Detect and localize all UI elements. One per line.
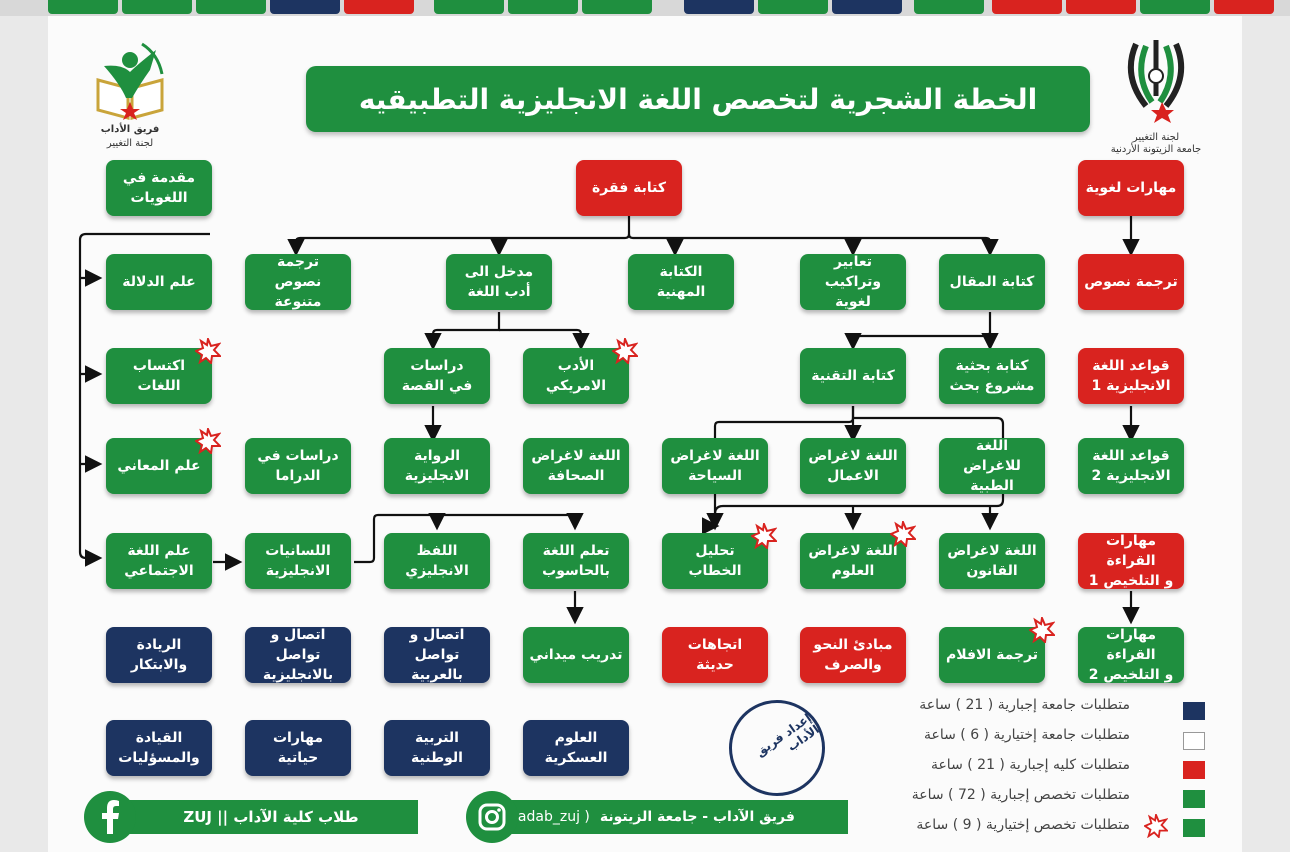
node-paragraph-writing: كتابة فقرة bbox=[576, 160, 682, 216]
right-logo: لجنة التغيير جامعة الزيتونة الأردنية bbox=[1111, 36, 1201, 155]
facebook-icon[interactable] bbox=[84, 791, 136, 843]
star-icon bbox=[612, 338, 638, 364]
node-pragmatics: علم المعاني bbox=[106, 438, 212, 494]
node-translation-texts: ترجمة نصوص متنوعة bbox=[245, 254, 351, 310]
legend-swatch bbox=[1183, 702, 1205, 720]
node-grammar-1: قواعد اللغة الانجليزية 1 bbox=[1078, 348, 1184, 404]
node-reading-2: مهارات القراءة و التلخيص 2 bbox=[1078, 627, 1184, 683]
node-essay-writing: كتابة المقال bbox=[939, 254, 1045, 310]
instagram-handle[interactable]: ( adab_zuj ) bbox=[508, 809, 590, 825]
left-logo-sub: لجنة التغيير bbox=[106, 138, 154, 149]
node-leadership: القيادة والمسؤليات bbox=[106, 720, 212, 776]
node-field-training: تدريب ميداني bbox=[523, 627, 629, 683]
legend-label: متطلبات تخصص إختيارية ( 9 ) ساعة bbox=[916, 817, 1130, 833]
bg-tab bbox=[1140, 0, 1210, 14]
bg-tab bbox=[684, 0, 754, 14]
node-sociolinguistics: علم اللغة الاجتماعي bbox=[106, 533, 212, 589]
background-tabs bbox=[0, 0, 1290, 16]
node-story-studies: دراسات في القصة bbox=[384, 348, 490, 404]
node-science-english: اللغة لاغراض العلوم bbox=[800, 533, 906, 589]
emblem-icon bbox=[1127, 40, 1185, 123]
node-press-english: اللغة لاغراض الصحافة bbox=[523, 438, 629, 494]
bg-tab bbox=[758, 0, 828, 14]
legend-label: متطلبات جامعة إختيارية ( 6 ) ساعة bbox=[923, 727, 1130, 743]
node-syntax-morphology: مبادئ النحو والصرف bbox=[800, 627, 906, 683]
legend-label: متطلبات جامعة إجبارية ( 21 ) ساعة bbox=[919, 697, 1130, 713]
node-life-skills: مهارات حياتية bbox=[245, 720, 351, 776]
book-figure-icon bbox=[96, 42, 164, 120]
star-icon bbox=[890, 521, 916, 547]
right-logo-sub: جامعة الزيتونة الأردنية bbox=[1110, 144, 1202, 155]
legend-swatch bbox=[1183, 761, 1205, 779]
node-tourism-english: اللغة لاغراض السياحة bbox=[662, 438, 768, 494]
node-medical-english: اللغة للاغراض الطبية bbox=[939, 438, 1045, 494]
node-communication-arabic: اتصال و تواصل بالعربية bbox=[384, 627, 490, 683]
node-language-acquisition: اكتساب اللغات bbox=[106, 348, 212, 404]
bg-tab bbox=[992, 0, 1062, 14]
left-logo: فريق الأداب لجنة التغيير bbox=[92, 40, 168, 149]
bg-tab bbox=[344, 0, 414, 14]
right-logo-name: لجنة التغيير bbox=[1132, 132, 1180, 143]
node-communication-english: اتصال و تواصل بالانجليزية bbox=[245, 627, 351, 683]
node-business-english: اللغة لاغراض الاعمال bbox=[800, 438, 906, 494]
bg-tab bbox=[434, 0, 504, 14]
bg-tab bbox=[582, 0, 652, 14]
node-national-education: التربية الوطنية bbox=[384, 720, 490, 776]
footer-team-label: فريق الآداب - جامعة الزيتونة bbox=[599, 809, 795, 825]
bg-tab bbox=[48, 0, 118, 14]
node-intro-literature: مدخل الى أدب اللغة bbox=[446, 254, 552, 310]
legend-swatch bbox=[1183, 819, 1205, 837]
bg-tab bbox=[196, 0, 266, 14]
study-plan-poster: الخطة الشجرية لتخصص اللغة الانجليزية الت… bbox=[48, 16, 1242, 852]
bg-tab bbox=[508, 0, 578, 14]
star-icon bbox=[1144, 814, 1168, 838]
bg-tab bbox=[1066, 0, 1136, 14]
node-technical-writing: كتابة التقنية bbox=[800, 348, 906, 404]
instagram-icon[interactable] bbox=[466, 791, 518, 843]
node-language-skills: مهارات لغوية bbox=[1078, 160, 1184, 216]
legend-swatch bbox=[1183, 790, 1205, 808]
bg-tab bbox=[914, 0, 984, 14]
left-logo-name: فريق الأداب bbox=[100, 124, 160, 135]
footer-left: طلاب كلية الآداب || ZUJ bbox=[124, 800, 418, 834]
node-computer-assisted-learning: تعلم اللغة بالحاسوب bbox=[523, 533, 629, 589]
node-grammar-2: قواعد اللغة الانجليزية 2 bbox=[1078, 438, 1184, 494]
node-law-english: اللغة لاغراض القانون bbox=[939, 533, 1045, 589]
legend-label: متطلبات تخصص إجبارية ( 72 ) ساعة bbox=[911, 787, 1130, 803]
node-discourse-analysis: تحليل الخطاب bbox=[662, 533, 768, 589]
node-text-translation: ترجمة نصوص bbox=[1078, 254, 1184, 310]
star-icon bbox=[751, 523, 777, 549]
node-american-literature: الأدب الامريكي bbox=[523, 348, 629, 404]
node-professional-writing: الكتابة المهنية bbox=[628, 254, 734, 310]
bg-tab bbox=[832, 0, 902, 14]
star-icon bbox=[1029, 617, 1055, 643]
bg-tab bbox=[1214, 0, 1274, 14]
node-expressions: تعابير وتراكيب لغوية bbox=[800, 254, 906, 310]
bg-tab bbox=[270, 0, 340, 14]
node-english-novel: الرواية الانجليزية bbox=[384, 438, 490, 494]
connector-lines bbox=[78, 216, 1140, 625]
node-film-translation: ترجمة الافلام bbox=[939, 627, 1045, 683]
star-icon bbox=[195, 338, 221, 364]
star-icon bbox=[195, 428, 221, 454]
node-phonetics: اللفظ الانجليزي bbox=[384, 533, 490, 589]
node-semantics: علم الدلالة bbox=[106, 254, 212, 310]
node-military-science: العلوم العسكرية bbox=[523, 720, 629, 776]
legend-swatch bbox=[1183, 732, 1205, 750]
node-intro-linguistics: مقدمة في اللغويات bbox=[106, 160, 212, 216]
node-modern-trends: اتجاهات حديثة bbox=[662, 627, 768, 683]
node-reading-1: مهارات القراءة و التلخيص 1 bbox=[1078, 533, 1184, 589]
node-research-writing: كتابة بحثية مشروع بحث bbox=[939, 348, 1045, 404]
bg-tab bbox=[122, 0, 192, 14]
page-title: الخطة الشجرية لتخصص اللغة الانجليزية الت… bbox=[306, 66, 1090, 132]
node-english-linguistics: اللسانيات الانجليزية bbox=[245, 533, 351, 589]
node-drama-studies: دراسات في الدراما bbox=[245, 438, 351, 494]
legend-label: متطلبات كليه إجبارية ( 21 ) ساعة bbox=[930, 757, 1130, 773]
node-entrepreneurship: الريادة والابتكار bbox=[106, 627, 212, 683]
footer-right: فريق الآداب - جامعة الزيتونة ( adab_zuj … bbox=[508, 800, 848, 834]
